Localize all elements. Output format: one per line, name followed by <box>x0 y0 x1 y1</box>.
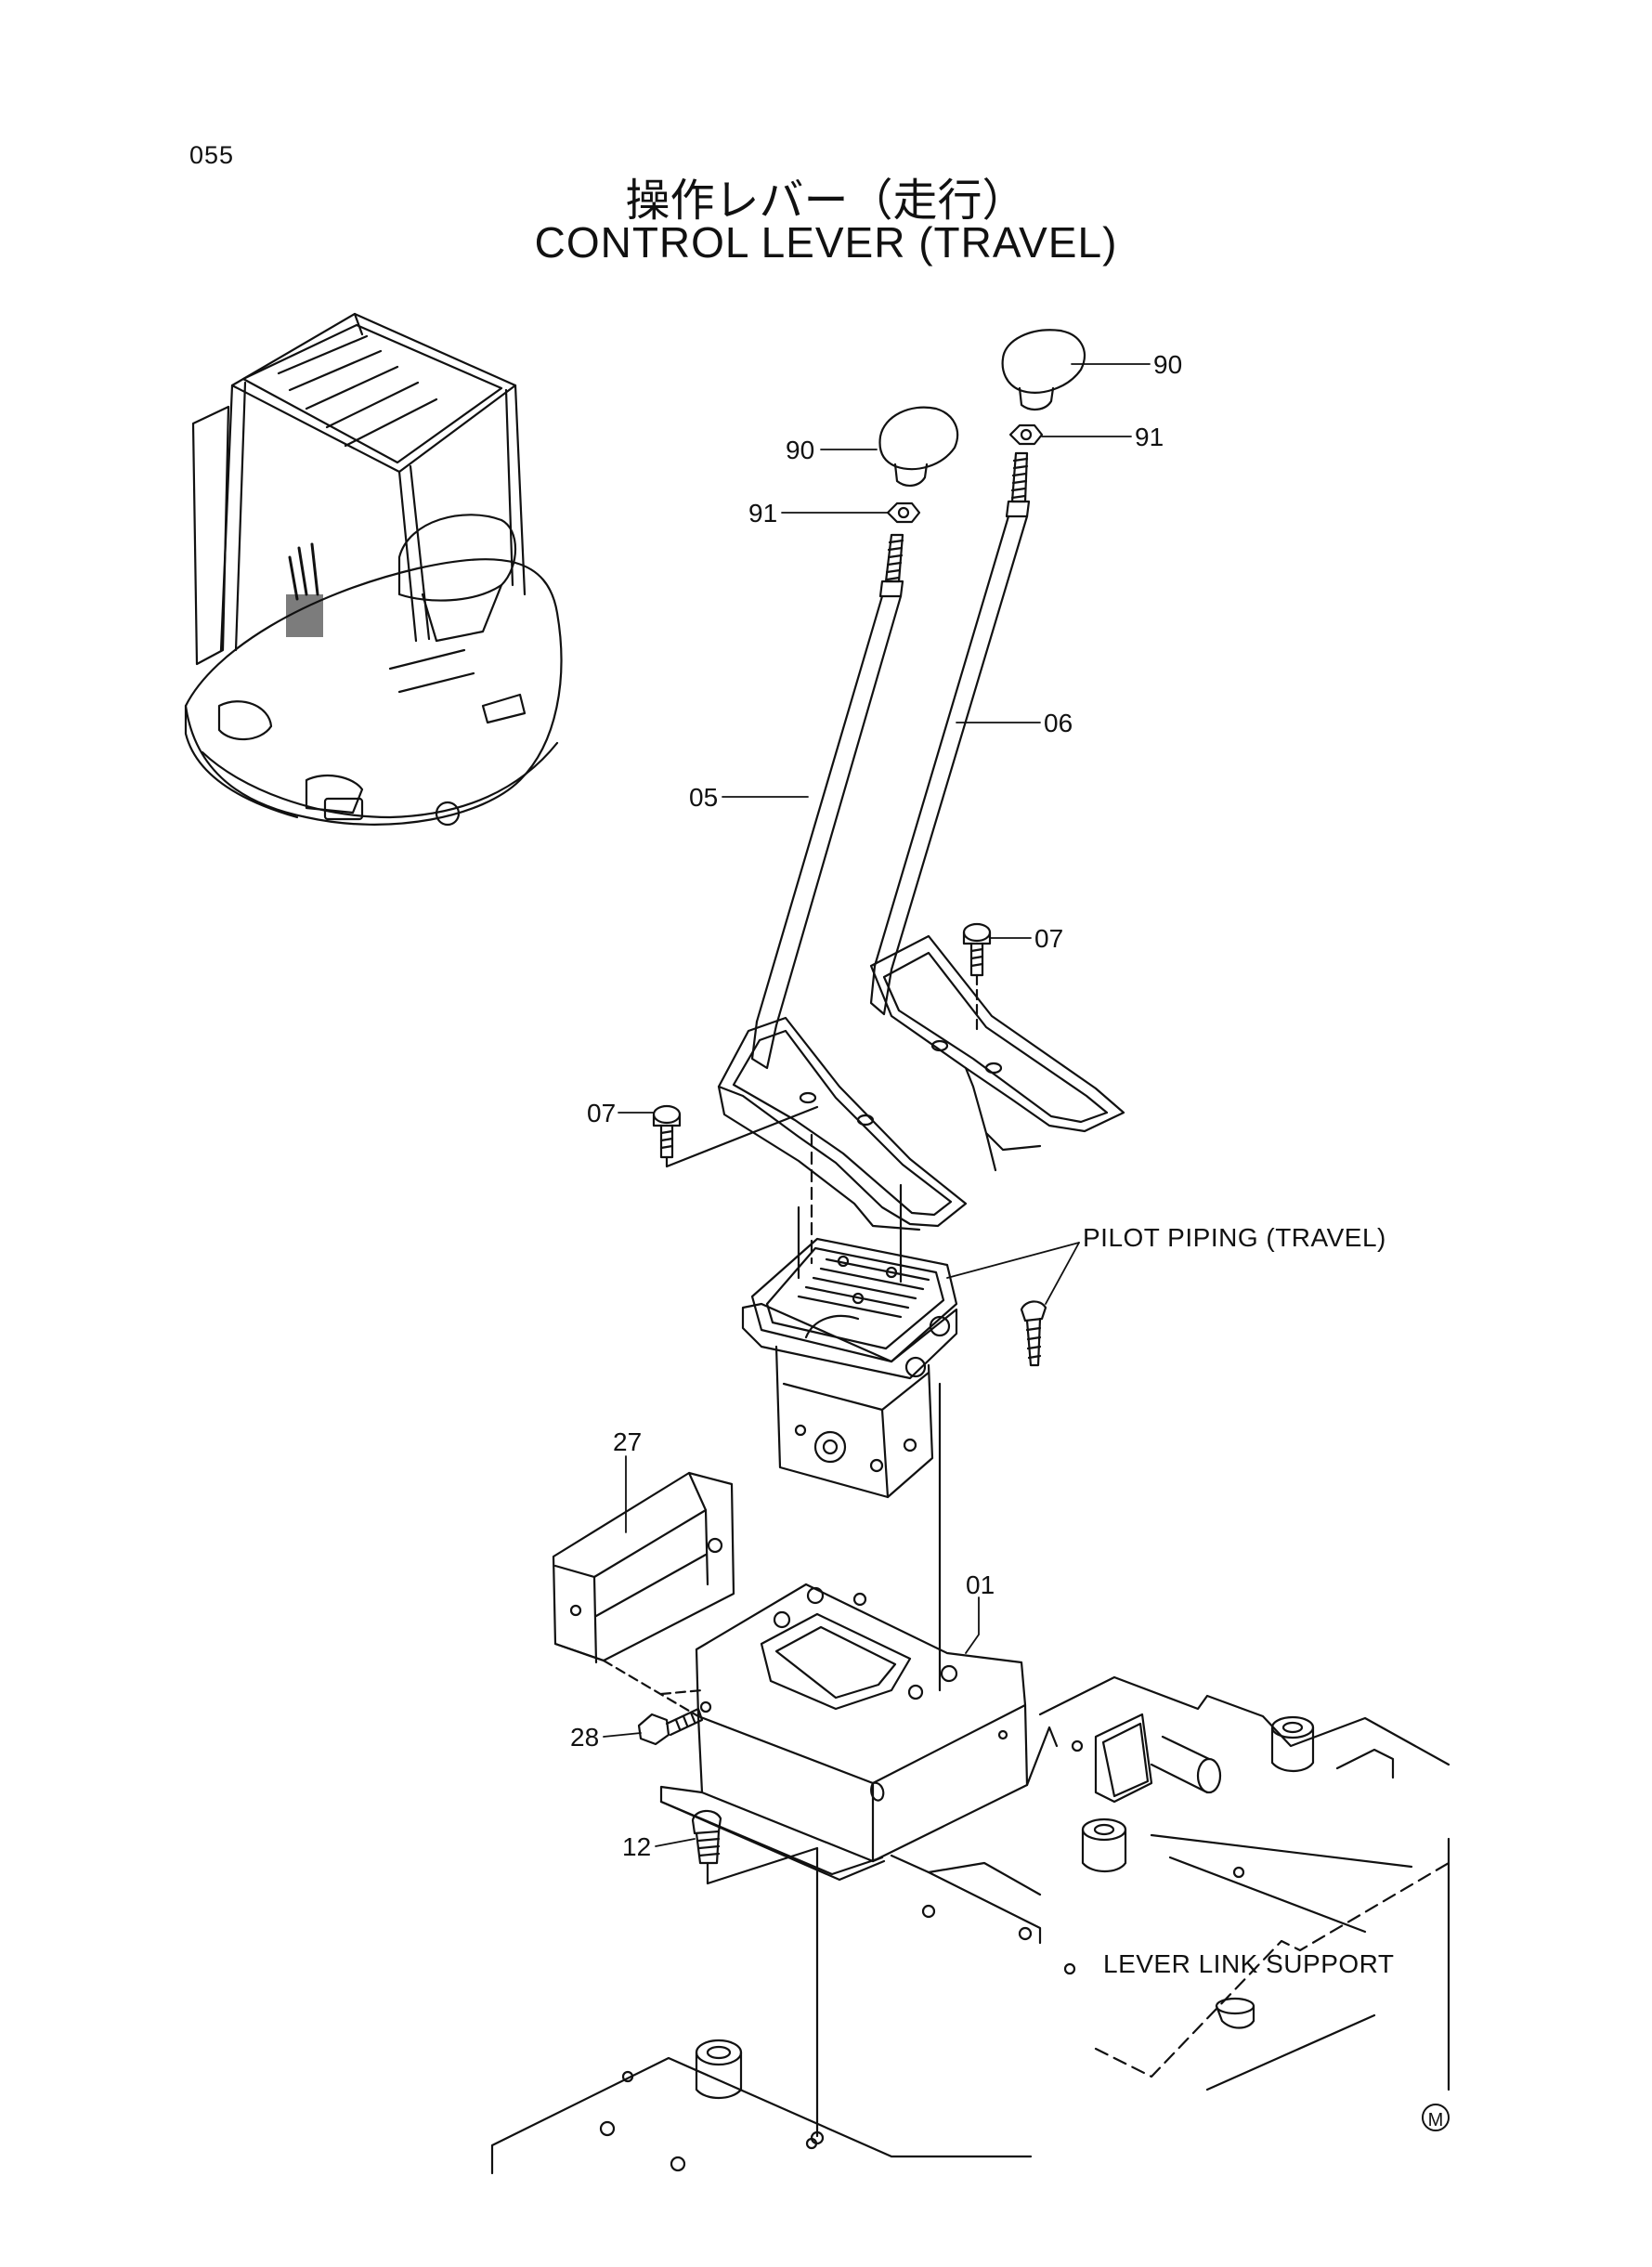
bolt-12 <box>691 1809 825 2145</box>
page-title-japanese: 操作レバー（走行） <box>625 175 1027 227</box>
left-hex-nut-91 <box>886 502 921 524</box>
left-lever-knob-90 <box>878 406 959 487</box>
callout-91-left: 91 <box>748 499 777 528</box>
cover-27 <box>552 1471 735 1664</box>
bolt-07-right <box>962 922 992 1033</box>
bolt-28 <box>637 1700 712 1746</box>
bolt-07-left <box>652 1104 819 1168</box>
callout-27: 27 <box>613 1427 642 1456</box>
callout-91-right: 91 <box>1135 423 1164 451</box>
note-lever-link-support: LEVER LINK SUPPORT <box>1103 1949 1394 1978</box>
pilot-valve-assembly <box>741 1133 958 1499</box>
page-number: 055 <box>189 141 235 169</box>
mark-letter: M <box>1428 2110 1444 2130</box>
callout-01: 01 <box>966 1570 995 1599</box>
lever-link-support <box>1038 1675 1450 2091</box>
callout-90-right: 90 <box>1153 350 1182 379</box>
right-lever-bracket <box>869 934 1125 1172</box>
left-lever-bracket <box>717 1016 968 1231</box>
floor-plate <box>490 1854 1450 2175</box>
page-title-english: CONTROL LEVER (TRAVEL) <box>534 218 1118 267</box>
right-hex-nut-91 <box>1008 423 1044 446</box>
callout-07-right: 07 <box>1034 924 1063 953</box>
callout-90-left: 90 <box>786 436 814 464</box>
note-pilot-piping: PILOT PIPING (TRAVEL) <box>1083 1223 1386 1252</box>
callout-12: 12 <box>622 1832 651 1861</box>
leader-lines <box>603 363 1151 1847</box>
right-lever-knob-90 <box>1001 329 1086 410</box>
travel-lever-rod-06 <box>869 451 1031 1016</box>
callout-06: 06 <box>1044 709 1073 737</box>
excavator-overview-illustration <box>184 312 563 827</box>
pilot-piping-screw <box>1020 1300 1047 1367</box>
callout-05: 05 <box>689 783 718 812</box>
callout-07-left: 07 <box>587 1099 616 1127</box>
travel-lever-rod-05 <box>750 533 904 1070</box>
callout-28: 28 <box>570 1723 599 1752</box>
circled-m-mark: M <box>1422 2104 1450 2131</box>
lever-stand-bracket-01 <box>602 1382 1059 1882</box>
